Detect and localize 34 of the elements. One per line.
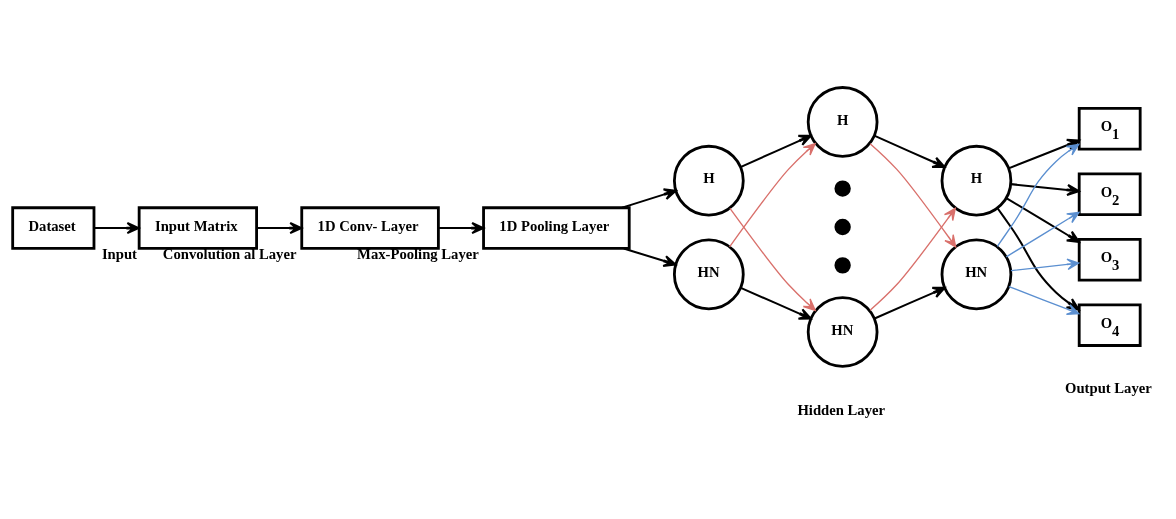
arrow bbox=[621, 187, 677, 209]
label: Hidden Layer bbox=[797, 401, 886, 418]
arrow bbox=[740, 286, 812, 320]
arrow bbox=[728, 142, 816, 247]
node-label: Input bbox=[101, 245, 137, 262]
arrow bbox=[1010, 182, 1080, 196]
node-circle: HN bbox=[806, 295, 879, 368]
node-box: 1D Conv- Layer bbox=[300, 205, 440, 250]
arrow bbox=[869, 142, 957, 247]
arrow bbox=[257, 221, 303, 234]
arrow bbox=[740, 134, 812, 168]
node-circle: H bbox=[806, 85, 879, 158]
arrow bbox=[729, 207, 816, 311]
arrow bbox=[1005, 211, 1080, 257]
node-circle: HN bbox=[940, 238, 1013, 310]
node-box: 1D Pooling Layer bbox=[482, 205, 631, 250]
arrow bbox=[623, 247, 677, 267]
node-box: Input Matrix bbox=[137, 205, 258, 250]
node-dot bbox=[834, 218, 851, 235]
arrow bbox=[94, 221, 140, 234]
node-box: Dataset bbox=[11, 205, 96, 250]
node-dot bbox=[834, 256, 851, 274]
arrow bbox=[869, 207, 956, 311]
node-circle: HN bbox=[672, 238, 745, 310]
arrow bbox=[874, 286, 946, 319]
label: Output Layer bbox=[1065, 379, 1152, 396]
arrow bbox=[996, 143, 1080, 247]
node-circle: H bbox=[672, 144, 745, 216]
arrow bbox=[1005, 196, 1080, 243]
node-circle: H bbox=[940, 144, 1013, 216]
arrow bbox=[438, 221, 485, 234]
arrow bbox=[873, 134, 946, 168]
node-dot bbox=[834, 179, 851, 197]
arrow bbox=[1010, 258, 1080, 271]
